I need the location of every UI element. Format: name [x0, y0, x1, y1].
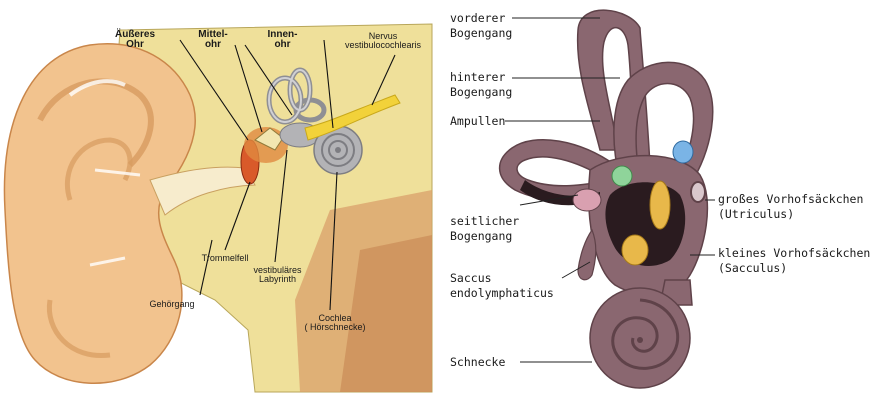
label-cochlea-snail: Schnecke [450, 355, 505, 370]
label-nerve-line2: vestibulocochlearis [333, 41, 433, 50]
label-ampullae: Ampullen [450, 114, 505, 129]
label-anterior-canal-line1: vorderer [450, 11, 512, 26]
label-lateral-canal-line2: Bogengang [450, 229, 519, 244]
ear-cross-section [4, 24, 432, 392]
label-lateral-canal-line1: seitlicher [450, 214, 519, 229]
label-cochlea-line2: ( Hörschnecke) [300, 323, 370, 332]
label-utriculus: großes Vorhofsäckchen (Utriculus) [718, 192, 863, 222]
label-inner-ear: Innen- ohr [255, 30, 310, 50]
label-posterior-canal-line1: hinterer [450, 70, 512, 85]
utriculus-shape [650, 181, 670, 229]
label-outer-ear: Äußeres Ohr [100, 30, 170, 50]
label-sacculus: kleines Vorhofsäckchen (Sacculus) [718, 246, 870, 276]
label-saccus-line2: endolymphaticus [450, 286, 554, 301]
label-posterior-canal-line2: Bogengang [450, 85, 512, 100]
label-cochlea: Cochlea ( Hörschnecke) [300, 314, 370, 332]
label-nerve: Nervus vestibulocochlearis [333, 32, 433, 50]
label-saccus: Saccus endolymphaticus [450, 271, 554, 301]
label-middle-ear-line2: ohr [183, 40, 243, 50]
label-ear-canal: Gehörgang [142, 300, 202, 309]
cochlea-spiral [590, 288, 690, 388]
sacculus-shape [622, 235, 648, 265]
label-outer-ear-line2: Ohr [100, 40, 170, 50]
label-anterior-canal-line2: Bogengang [450, 26, 512, 41]
label-posterior-canal: hinterer Bogengang [450, 70, 512, 100]
ampulla-posterior [673, 141, 693, 163]
label-utriculus-line1: großes Vorhofsäckchen [718, 192, 863, 207]
label-lateral-canal: seitlicher Bogengang [450, 214, 519, 244]
ampulla-anterior [612, 166, 632, 186]
label-saccus-line1: Saccus [450, 271, 554, 286]
ampulla-lateral [573, 189, 601, 211]
label-inner-ear-line2: ohr [255, 40, 310, 50]
label-middle-ear: Mittel- ohr [183, 30, 243, 50]
label-anterior-canal: vorderer Bogengang [450, 11, 512, 41]
label-sacculus-line2: (Sacculus) [718, 261, 870, 276]
label-sacculus-line1: kleines Vorhofsäckchen [718, 246, 870, 261]
saccus-shape [578, 230, 596, 280]
label-labyrinth: vestibuläres Labyrinth [245, 266, 310, 284]
utriculus-ring [691, 182, 705, 202]
membranous-labyrinth [500, 10, 715, 388]
label-utriculus-line2: (Utriculus) [718, 207, 863, 222]
label-labyrinth-line2: Labyrinth [245, 275, 310, 284]
label-eardrum: Trommelfell [195, 254, 255, 263]
